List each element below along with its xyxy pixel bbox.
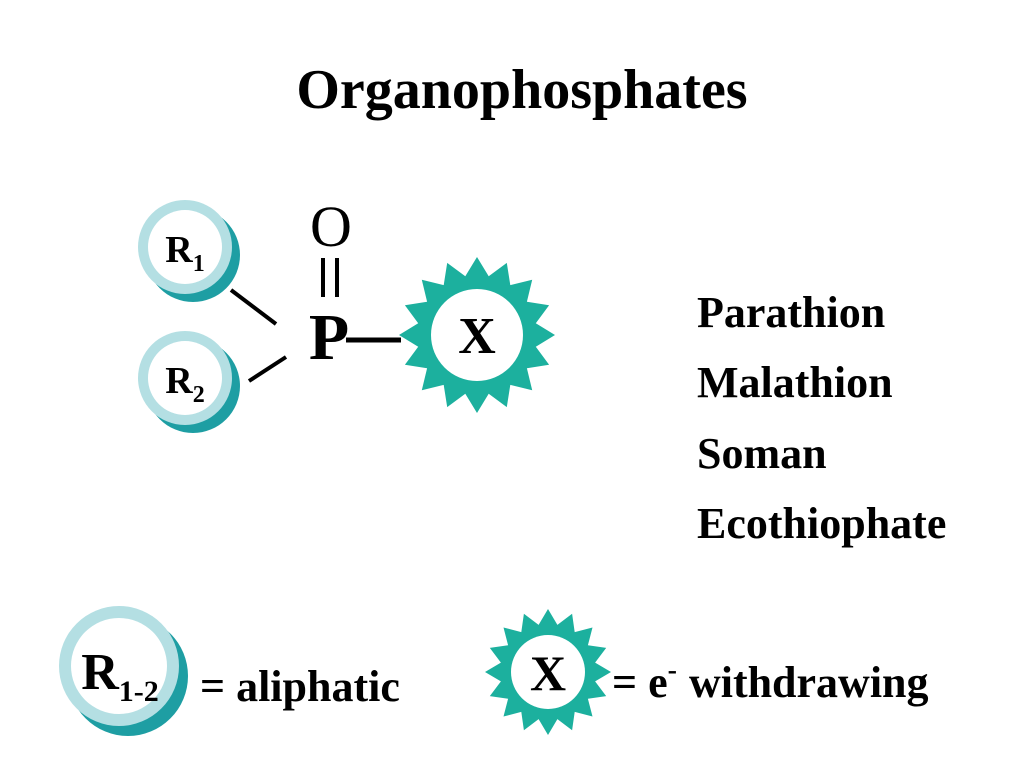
x-starburst: X xyxy=(399,257,555,413)
legend-r-label: R1-2 xyxy=(81,644,159,708)
legend-x-text-post: withdrawing xyxy=(689,658,929,707)
legend-x-label: X xyxy=(530,645,566,701)
r1-p-bond xyxy=(229,288,278,326)
example-item: Soman xyxy=(697,429,827,478)
legend-x-superscript: - xyxy=(668,655,677,686)
legend-x-starburst-inner xyxy=(511,635,585,709)
r2-p-bond xyxy=(247,355,288,383)
organophosphate-structure: R1 R2 O P X xyxy=(138,194,555,433)
legend-x-group: X = e-withdrawing xyxy=(485,609,929,735)
r2-letter: R xyxy=(165,360,193,402)
example-item: Ecothiophate xyxy=(697,499,946,548)
r1-badge: R1 xyxy=(138,200,240,302)
legend-x-description: = e-withdrawing xyxy=(612,655,929,707)
phosphorus-atom: P xyxy=(309,301,349,374)
x-starburst-inner xyxy=(431,289,523,381)
r1-letter: R xyxy=(165,229,193,271)
legend-x-text-pre: = e xyxy=(612,658,668,707)
r1-subscript: 1 xyxy=(193,251,205,277)
legend-r-letter: R xyxy=(81,644,120,701)
r1-label: R1 xyxy=(165,229,204,277)
legend-r-group: R1-2 = aliphatic xyxy=(59,606,400,736)
legend-r-description: = aliphatic xyxy=(200,662,400,711)
oxygen-atom: O xyxy=(310,194,352,259)
r2-badge: R2 xyxy=(138,331,240,433)
x-label: X xyxy=(458,308,496,365)
r2-badge-inner xyxy=(148,341,222,415)
example-item: Malathion xyxy=(697,358,893,407)
r2-label: R2 xyxy=(165,360,204,408)
r1-badge-inner xyxy=(148,210,222,284)
legend-r-badge-inner xyxy=(71,618,167,714)
examples-list: Parathion Malathion Soman Ecothiophate xyxy=(697,288,946,548)
legend-r-subscript: 1-2 xyxy=(119,675,159,708)
example-item: Parathion xyxy=(697,288,885,337)
r2-subscript: 2 xyxy=(193,382,205,408)
slide-title: Organophosphates xyxy=(296,59,747,121)
